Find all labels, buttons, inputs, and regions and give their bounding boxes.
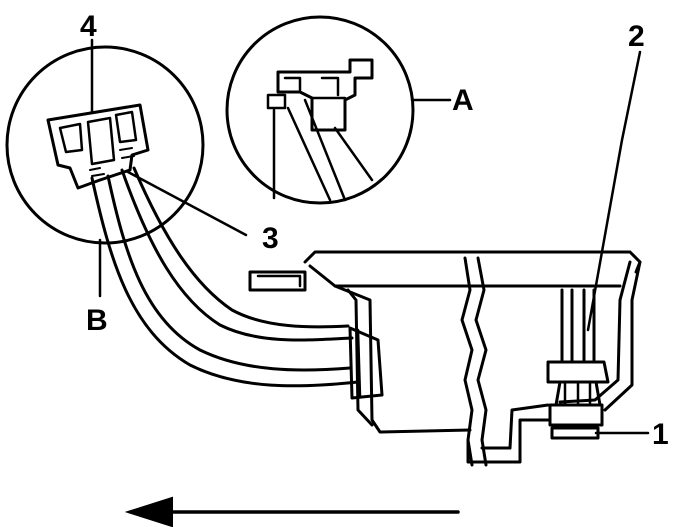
cable-hose <box>90 166 384 400</box>
arrow-head-icon <box>124 496 173 527</box>
callout-3: 3 <box>262 222 279 255</box>
callout-b: B <box>86 304 108 337</box>
callout-4: 4 <box>80 10 97 43</box>
detail-circle-b <box>5 45 205 245</box>
leader-lines <box>90 38 650 435</box>
leader-2 <box>586 50 642 332</box>
connector-detail-b <box>46 103 150 190</box>
direction-arrow <box>124 496 460 527</box>
callout-1: 1 <box>652 418 669 451</box>
leader-3a <box>126 170 248 237</box>
callout-a: A <box>452 84 474 117</box>
detail-circle-a <box>225 15 415 205</box>
callout-2: 2 <box>628 20 645 53</box>
connector-detail-a <box>266 58 374 202</box>
sensor-fitting <box>546 288 610 440</box>
component-bracket <box>248 250 642 467</box>
